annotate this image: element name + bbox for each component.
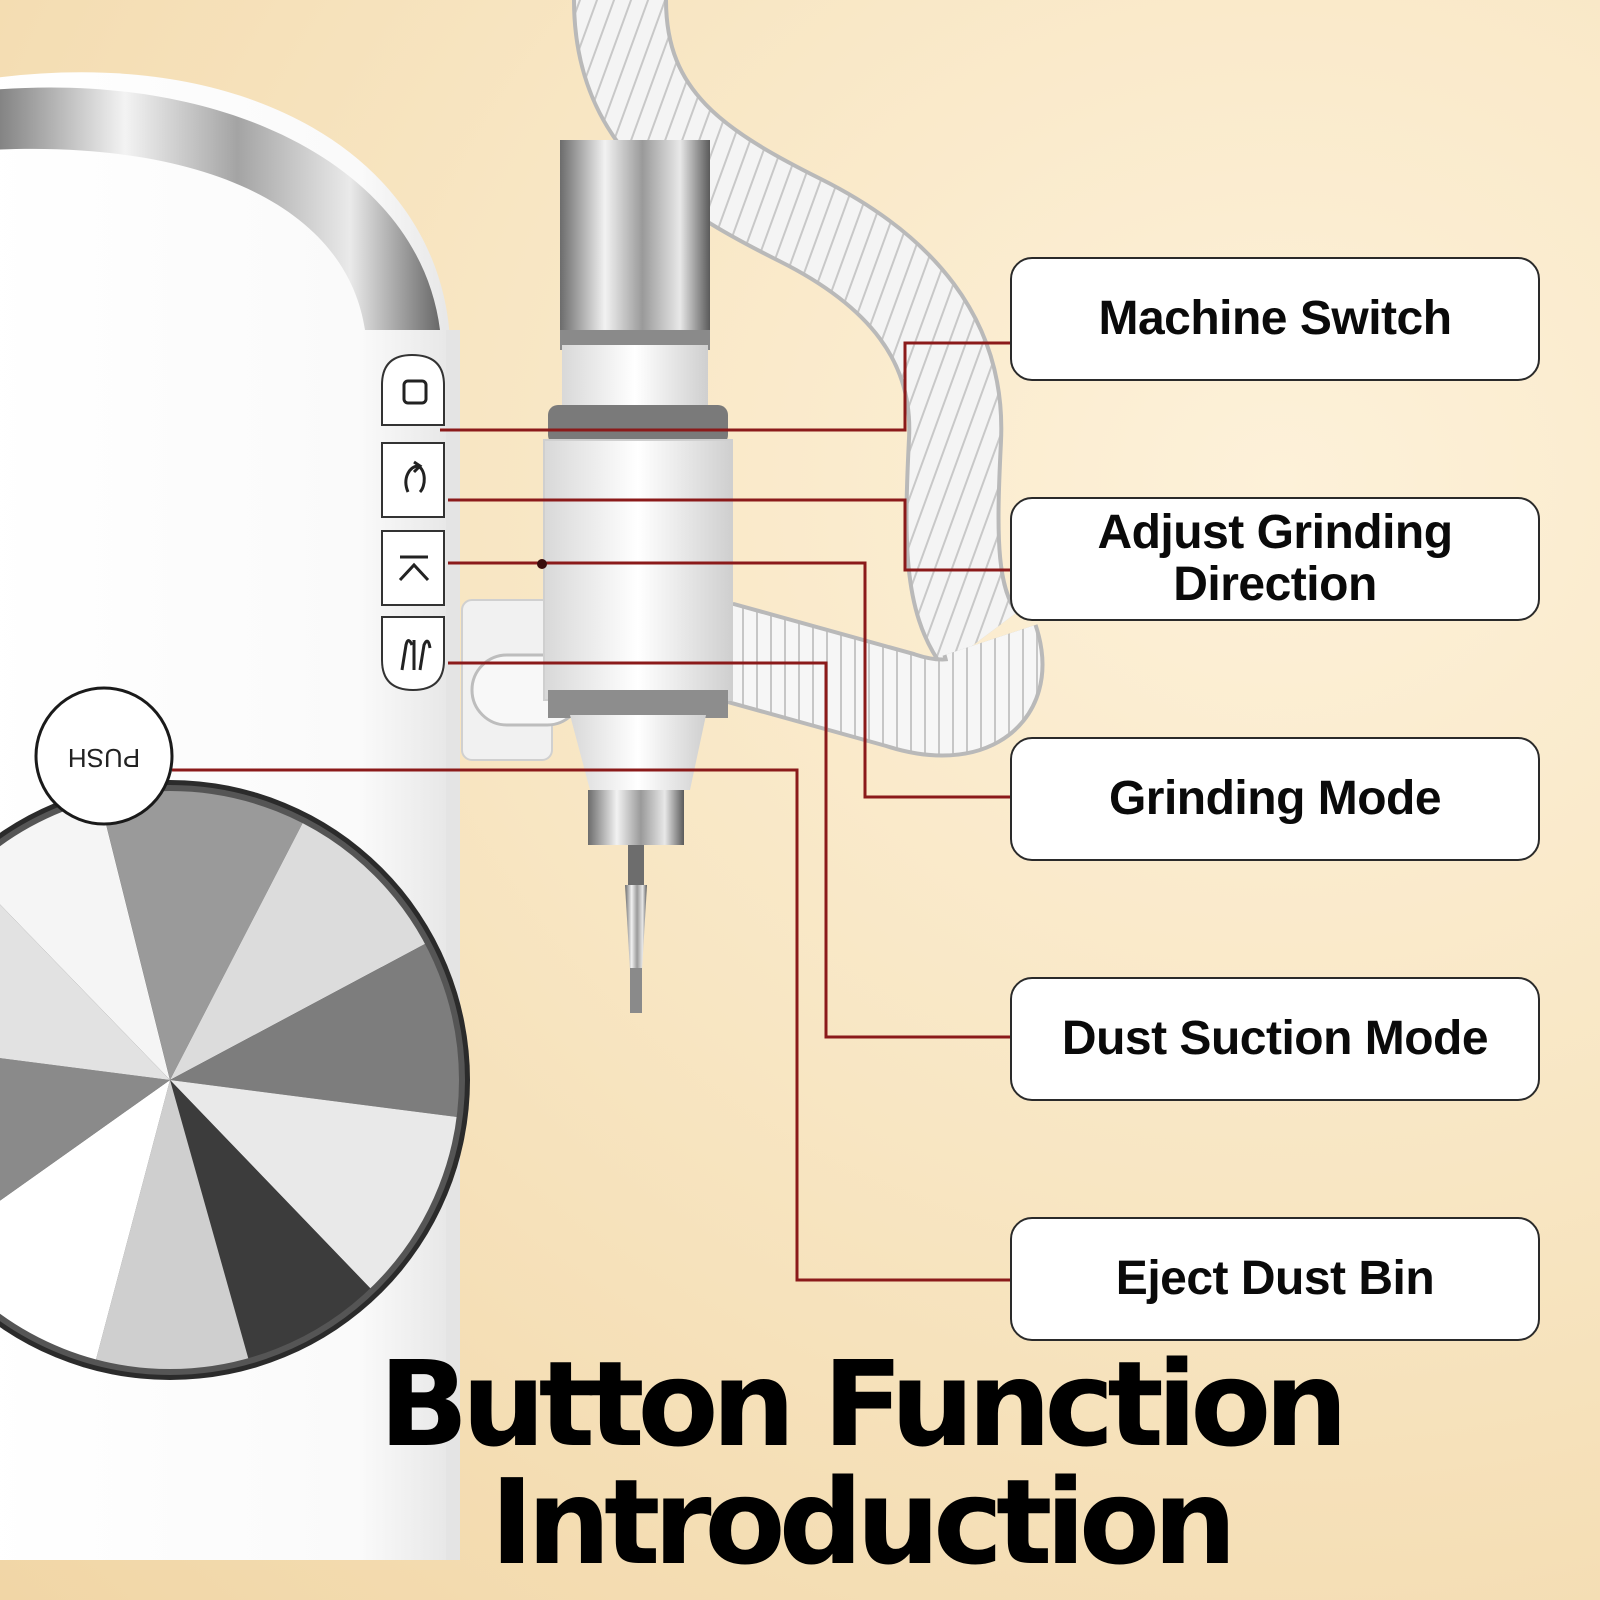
grinder-handpiece — [543, 140, 733, 1013]
dust-bin-disc — [0, 780, 470, 1380]
power-button[interactable] — [381, 353, 445, 426]
callout-eject-dust-bin: Eject Dust Bin — [1010, 1217, 1540, 1341]
callout-machine-switch: Machine Switch — [1010, 257, 1540, 381]
leader-line-dust-suction — [448, 661, 1010, 1039]
leader-lines — [172, 341, 1010, 1282]
vacuum-hose — [572, 0, 1045, 758]
leader-line-grinding-mode — [448, 561, 1010, 799]
page-title: Button Function Introduction — [340, 1345, 1380, 1581]
push-label: PUSH — [68, 743, 140, 773]
callout-dust-suction-mode: Dust Suction Mode — [1010, 977, 1540, 1101]
leader-line-eject-bin — [172, 768, 1010, 1282]
leader-line-machine-switch — [440, 341, 1010, 432]
title-line-1: Button Function — [378, 1335, 1349, 1473]
direction-button[interactable] — [381, 442, 445, 518]
callout-label-line-2: Direction — [1173, 558, 1377, 611]
square-icon — [402, 379, 428, 405]
button-panel — [381, 353, 445, 692]
callout-label: Machine Switch — [1098, 292, 1452, 345]
grinding-mode-button[interactable] — [381, 530, 445, 606]
callout-label: Eject Dust Bin — [1115, 1252, 1435, 1305]
title-line-2: Introduction — [490, 1453, 1237, 1591]
callout-label: Grinding Mode — [1108, 772, 1442, 825]
push-button[interactable]: PUSH — [34, 686, 174, 826]
callout-label-line-1: Adjust Grinding — [1097, 506, 1453, 559]
leader-line-grinding-direction — [448, 498, 1010, 572]
grind-arrow-icon — [398, 555, 430, 582]
callout-label: Dust Suction Mode — [1061, 1012, 1489, 1065]
callout-grinding-mode: Grinding Mode — [1010, 737, 1540, 861]
rotate-arrows-icon — [404, 460, 426, 494]
callout-adjust-grinding-direction: Adjust Grinding Direction — [1010, 497, 1540, 621]
fan-icon — [400, 639, 432, 671]
leader-dot — [537, 559, 547, 569]
dust-suction-button[interactable] — [381, 616, 445, 692]
